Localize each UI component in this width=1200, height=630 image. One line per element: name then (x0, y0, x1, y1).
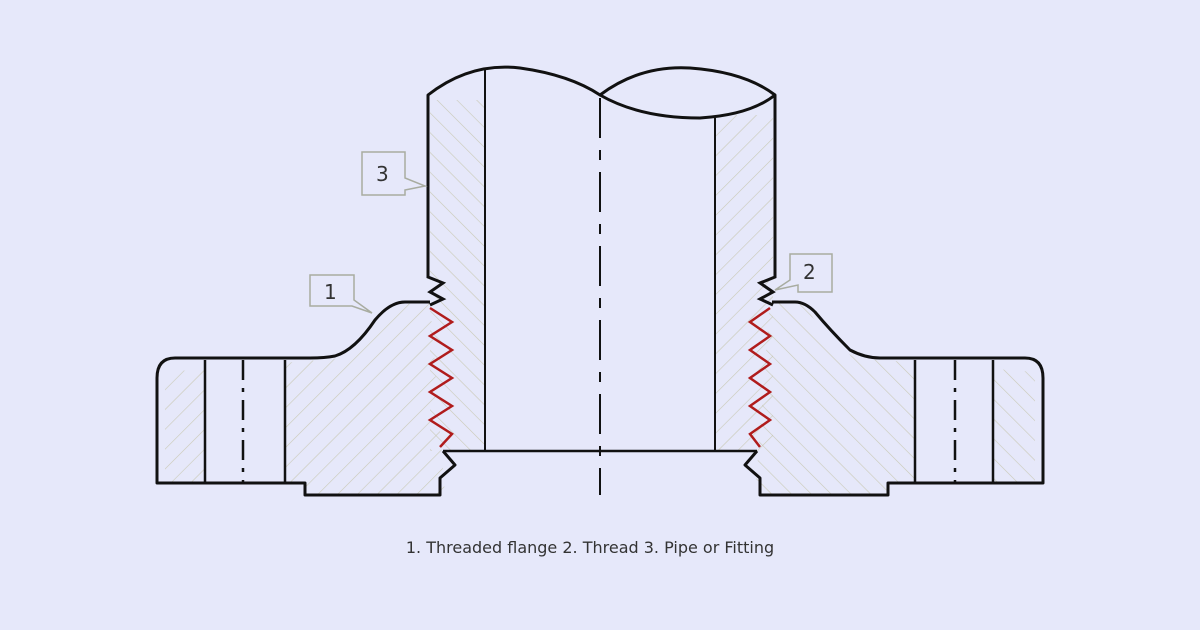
callout-2-label: 2 (803, 260, 816, 284)
diagram-caption: 1. Threaded flange 2. Thread 3. Pipe or … (405, 538, 775, 557)
callout-1-label: 1 (324, 280, 337, 304)
pipe (426, 65, 777, 495)
callout-2: 2 (774, 253, 833, 293)
callout-1: 1 (309, 274, 373, 314)
thread (427, 306, 773, 448)
flange-body (155, 300, 1045, 497)
callout-3-label: 3 (376, 162, 389, 186)
callout-3: 3 (361, 151, 428, 196)
